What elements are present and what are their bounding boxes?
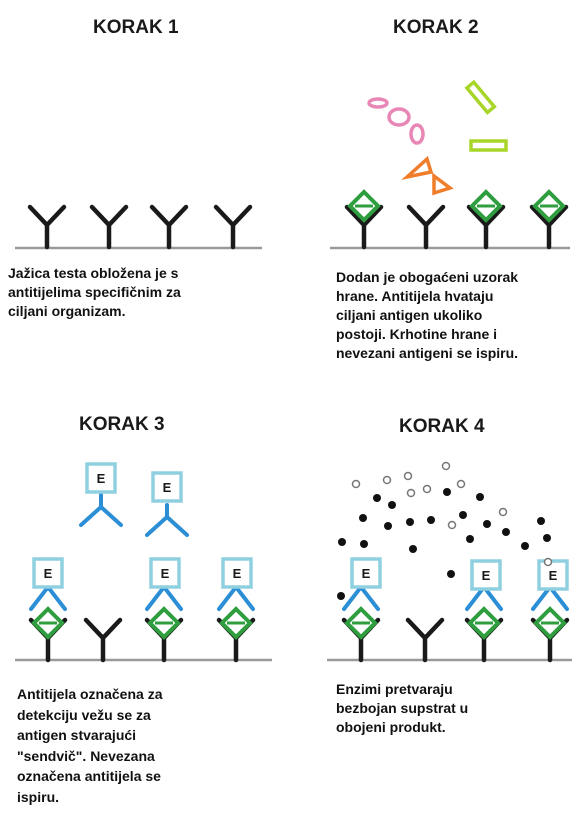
step-2-description: Dodan je obogaćeni uzorak hrane. Antitij… [336,268,518,363]
capture-antibody [30,207,64,247]
step-1-description: Jažica testa obložena je s antitijelima … [8,264,181,321]
capture-antibody [409,207,443,247]
description-line: nevezani antigeni se ispiru. [336,345,519,361]
bound-antigen [220,607,252,639]
food-debris [387,107,411,127]
capture-antibody [92,207,126,247]
food-debris [432,172,454,196]
description-line: hrane. Antitijela hvataju [336,288,494,304]
bound-antigen [534,607,566,639]
food-debris [464,79,497,115]
capture-antibody [408,620,442,660]
description-line: Dodan je obogaćeni uzorak [336,269,519,285]
bound-antigen [345,607,377,639]
bound-antigen [148,607,180,639]
step-4-panel [327,461,572,661]
description-line: antitijelima specifičnim za [8,284,181,300]
description-line: postoji. Krhotine hrane i [336,326,498,342]
description-line: detekciju vežu se za [17,706,151,723]
description-line: bezbojan supstrat u [336,700,469,716]
step-3-description: Antitijela označena za detekciju vežu se… [17,684,162,807]
description-line: antigen stvarajući [17,727,137,743]
description-line: Jažica testa obložena je s [8,265,179,281]
colored-product [337,488,551,600]
enzyme-label: E [482,568,491,583]
bound-antigen [32,607,64,639]
enzyme-label: E [549,568,558,583]
enzyme-label: E [362,566,371,581]
description-line: "sendvič". Nevezana [17,747,155,764]
step-2-title: KORAK 2 [393,17,479,38]
food-debris [409,123,425,145]
step-4-description: Enzimi pretvaraju bezbojan supstrat u ob… [336,680,468,737]
step-4-title: KORAK 4 [399,416,485,437]
free-detection-antibody [145,503,189,537]
food-debris [401,155,434,181]
step-1-title: KORAK 1 [93,17,179,38]
description-line: ispiru. [17,788,60,805]
step-3-panel [15,462,272,660]
description-line: ciljani organizam. [8,303,126,319]
bound-antigen [468,607,500,639]
step-3-title: KORAK 3 [79,414,165,435]
enzyme-label: E [44,566,53,581]
description-line: ciljani antigen ukoliko [336,307,483,323]
description-line: Antitijela označena za [17,686,163,702]
enzyme-label: E [233,566,242,581]
capture-antibody [216,207,250,247]
enzyme-label: E [97,471,106,486]
step-2-panel [330,79,570,250]
description-line: označena antitijela se [17,768,161,784]
description-line: Enzimi pretvaraju [336,681,453,697]
food-debris [469,139,508,152]
enzyme-label: E [163,480,172,495]
capture-antibody [86,620,120,660]
enzyme-label: E [161,566,170,581]
description-line: obojeni produkt. [336,719,446,735]
colorless-substrate [351,461,553,567]
free-detection-antibody [79,493,123,527]
food-debris [367,97,389,109]
capture-antibody [152,207,186,247]
step-1-panel [15,207,262,250]
